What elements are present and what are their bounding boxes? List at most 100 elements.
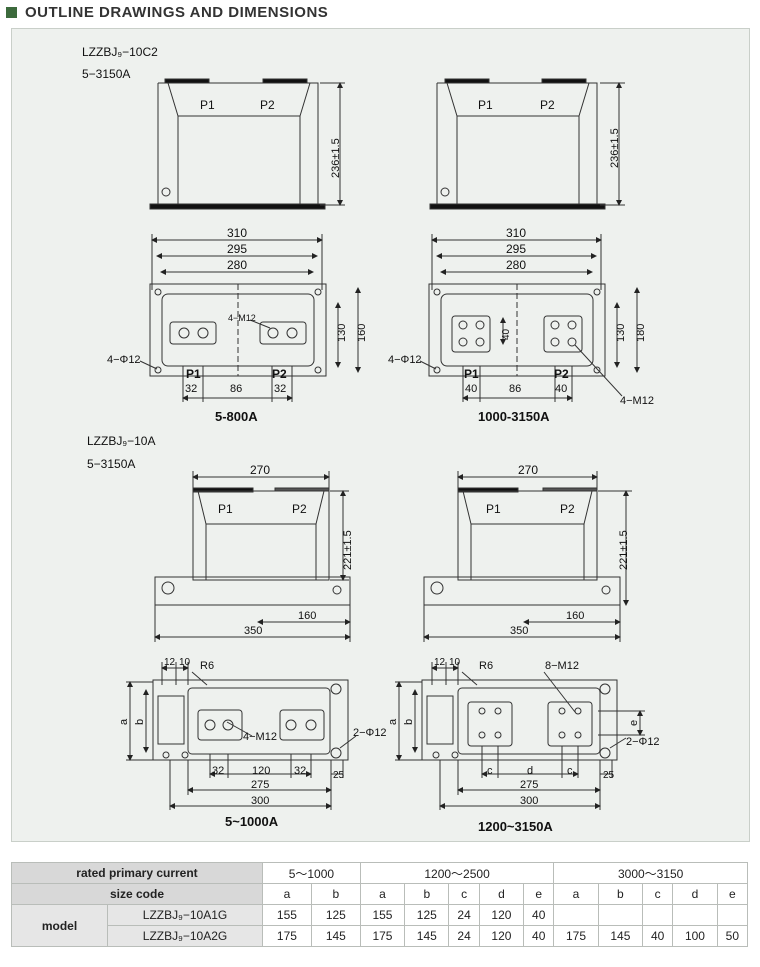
current-group-3: 3000～3150 [553, 862, 748, 884]
br-d12: 12 [434, 657, 446, 668]
br-terminal-p1: P1 [486, 502, 501, 516]
model-name: LZZBJ₉−10A2G [107, 925, 263, 947]
br-dim-c1: c [487, 765, 493, 777]
section-header: OUTLINE DRAWINGS AND DIMENSIONS [6, 2, 328, 22]
tr-e1: 40 [465, 383, 477, 395]
code-cell: d [478, 883, 525, 905]
code-cell: b [597, 883, 644, 905]
br-caption: 1200~3150A [478, 819, 553, 834]
code-cell: e [716, 883, 749, 905]
tl-caption: 5-800A [215, 409, 258, 424]
tl-height-dim: 236±1.5 [330, 138, 342, 178]
bottom-right-elevation [423, 471, 632, 642]
value-cell: 40 [523, 904, 555, 926]
tr-bolt-label: 4−M12 [620, 395, 654, 407]
outline-drawings: LZZBJ₉−10C2 5−3150A P1 P2 236±1.5 P1 P2 … [82, 45, 660, 834]
size-code-header: size code [11, 883, 263, 905]
value-cell: 145 [597, 925, 644, 947]
tl-bolt-label: 4−M12 [228, 313, 256, 323]
top-model-label: LZZBJ₉−10C2 [82, 45, 158, 59]
bl-w275: 275 [251, 779, 269, 791]
br-dim-d: d [527, 765, 533, 777]
br-base-a: 160 [566, 610, 584, 622]
value-cell [642, 904, 674, 926]
bl-base-b: 350 [244, 625, 262, 637]
tl-e2: 32 [274, 383, 286, 395]
br-height-dim: 221±1.5 [618, 530, 630, 570]
value-cell [597, 904, 644, 926]
tr-height-dim: 236±1.5 [609, 128, 621, 168]
top-right-plan [419, 234, 640, 402]
tr-inner40: 40 [501, 328, 512, 340]
bottom-range-label: 5−3150A [87, 457, 135, 471]
dimension-table: rated primary current 5～1000 1200～2500 3… [11, 862, 749, 947]
br-e3: 25 [603, 770, 615, 781]
tr-w295: 295 [506, 242, 526, 256]
tl-h160: 160 [356, 324, 368, 342]
tr-hole-label: 4−Φ12 [388, 354, 422, 366]
tr-h180: 180 [635, 324, 647, 342]
tl-w310: 310 [227, 226, 247, 240]
tr-terminal-p2: P2 [540, 98, 555, 112]
bl-r6: R6 [200, 660, 214, 672]
bl-dim-b: b [134, 719, 146, 725]
code-cell: a [553, 883, 599, 905]
br-dim-b: b [403, 719, 415, 725]
bottom-left-elevation [154, 471, 351, 642]
br-w300: 300 [520, 795, 538, 807]
top-left-elevation [149, 78, 345, 210]
drawing-panel [11, 28, 750, 842]
code-cell: e [523, 883, 555, 905]
bl-hole-label: 2−Φ12 [353, 727, 387, 739]
br-terminal-p2: P2 [560, 502, 575, 516]
table-row: LZZBJ₉−10A2G 175 145 175 145 24 120 40 1… [12, 925, 749, 947]
value-cell [716, 904, 749, 926]
value-cell: 175 [262, 925, 312, 947]
bl-e3: 25 [333, 770, 345, 781]
tl-h130: 130 [336, 324, 348, 342]
bl-w300: 300 [251, 795, 269, 807]
tl-plan-p2: P2 [272, 367, 287, 381]
code-cell: a [262, 883, 312, 905]
top-right-elevation [429, 78, 625, 210]
br-dim-a: a [387, 718, 399, 725]
code-cell: c [448, 883, 480, 905]
bl-e2: 32 [294, 765, 306, 777]
br-d10: 10 [449, 657, 461, 668]
code-cell: c [642, 883, 674, 905]
bl-terminal-p1: P1 [218, 502, 233, 516]
value-cell: 145 [404, 925, 450, 947]
bl-d12: 12 [164, 657, 176, 668]
tr-caption: 1000-3150A [478, 409, 550, 424]
tl-plan-p1: P1 [186, 367, 201, 381]
bl-terminal-p2: P2 [292, 502, 307, 516]
value-cell [672, 904, 718, 926]
bottom-left-plan [126, 662, 357, 810]
value-cell: 120 [478, 925, 525, 947]
tl-terminal-p1: P1 [200, 98, 215, 112]
tr-terminal-p1: P1 [478, 98, 493, 112]
table-row: model LZZBJ₉−10A1G 155 125 155 125 24 12… [11, 904, 749, 947]
code-cell: b [310, 883, 361, 905]
value-cell: 175 [359, 925, 406, 947]
tl-w295: 295 [227, 242, 247, 256]
bl-e1: 32 [212, 765, 224, 777]
tr-w310: 310 [506, 226, 526, 240]
value-cell: 100 [672, 925, 718, 947]
value-cell: 125 [404, 904, 450, 926]
br-r6: R6 [479, 660, 493, 672]
value-cell: 155 [359, 904, 406, 926]
br-base-b: 350 [510, 625, 528, 637]
bl-base-a: 160 [298, 610, 316, 622]
bl-height-dim: 221±1.5 [342, 530, 354, 570]
tr-h130: 130 [615, 324, 627, 342]
value-cell: 40 [523, 925, 555, 947]
current-group-1: 5～1000 [262, 862, 361, 884]
rated-current-header: rated primary current [11, 862, 263, 884]
br-dim-e: e [628, 720, 640, 726]
top-left-plan [139, 234, 361, 402]
current-group-2: 1200～2500 [359, 862, 555, 884]
bl-bolt-label: 4−M12 [243, 731, 277, 743]
code-cell: d [672, 883, 718, 905]
br-dim-c2: c [567, 765, 573, 777]
